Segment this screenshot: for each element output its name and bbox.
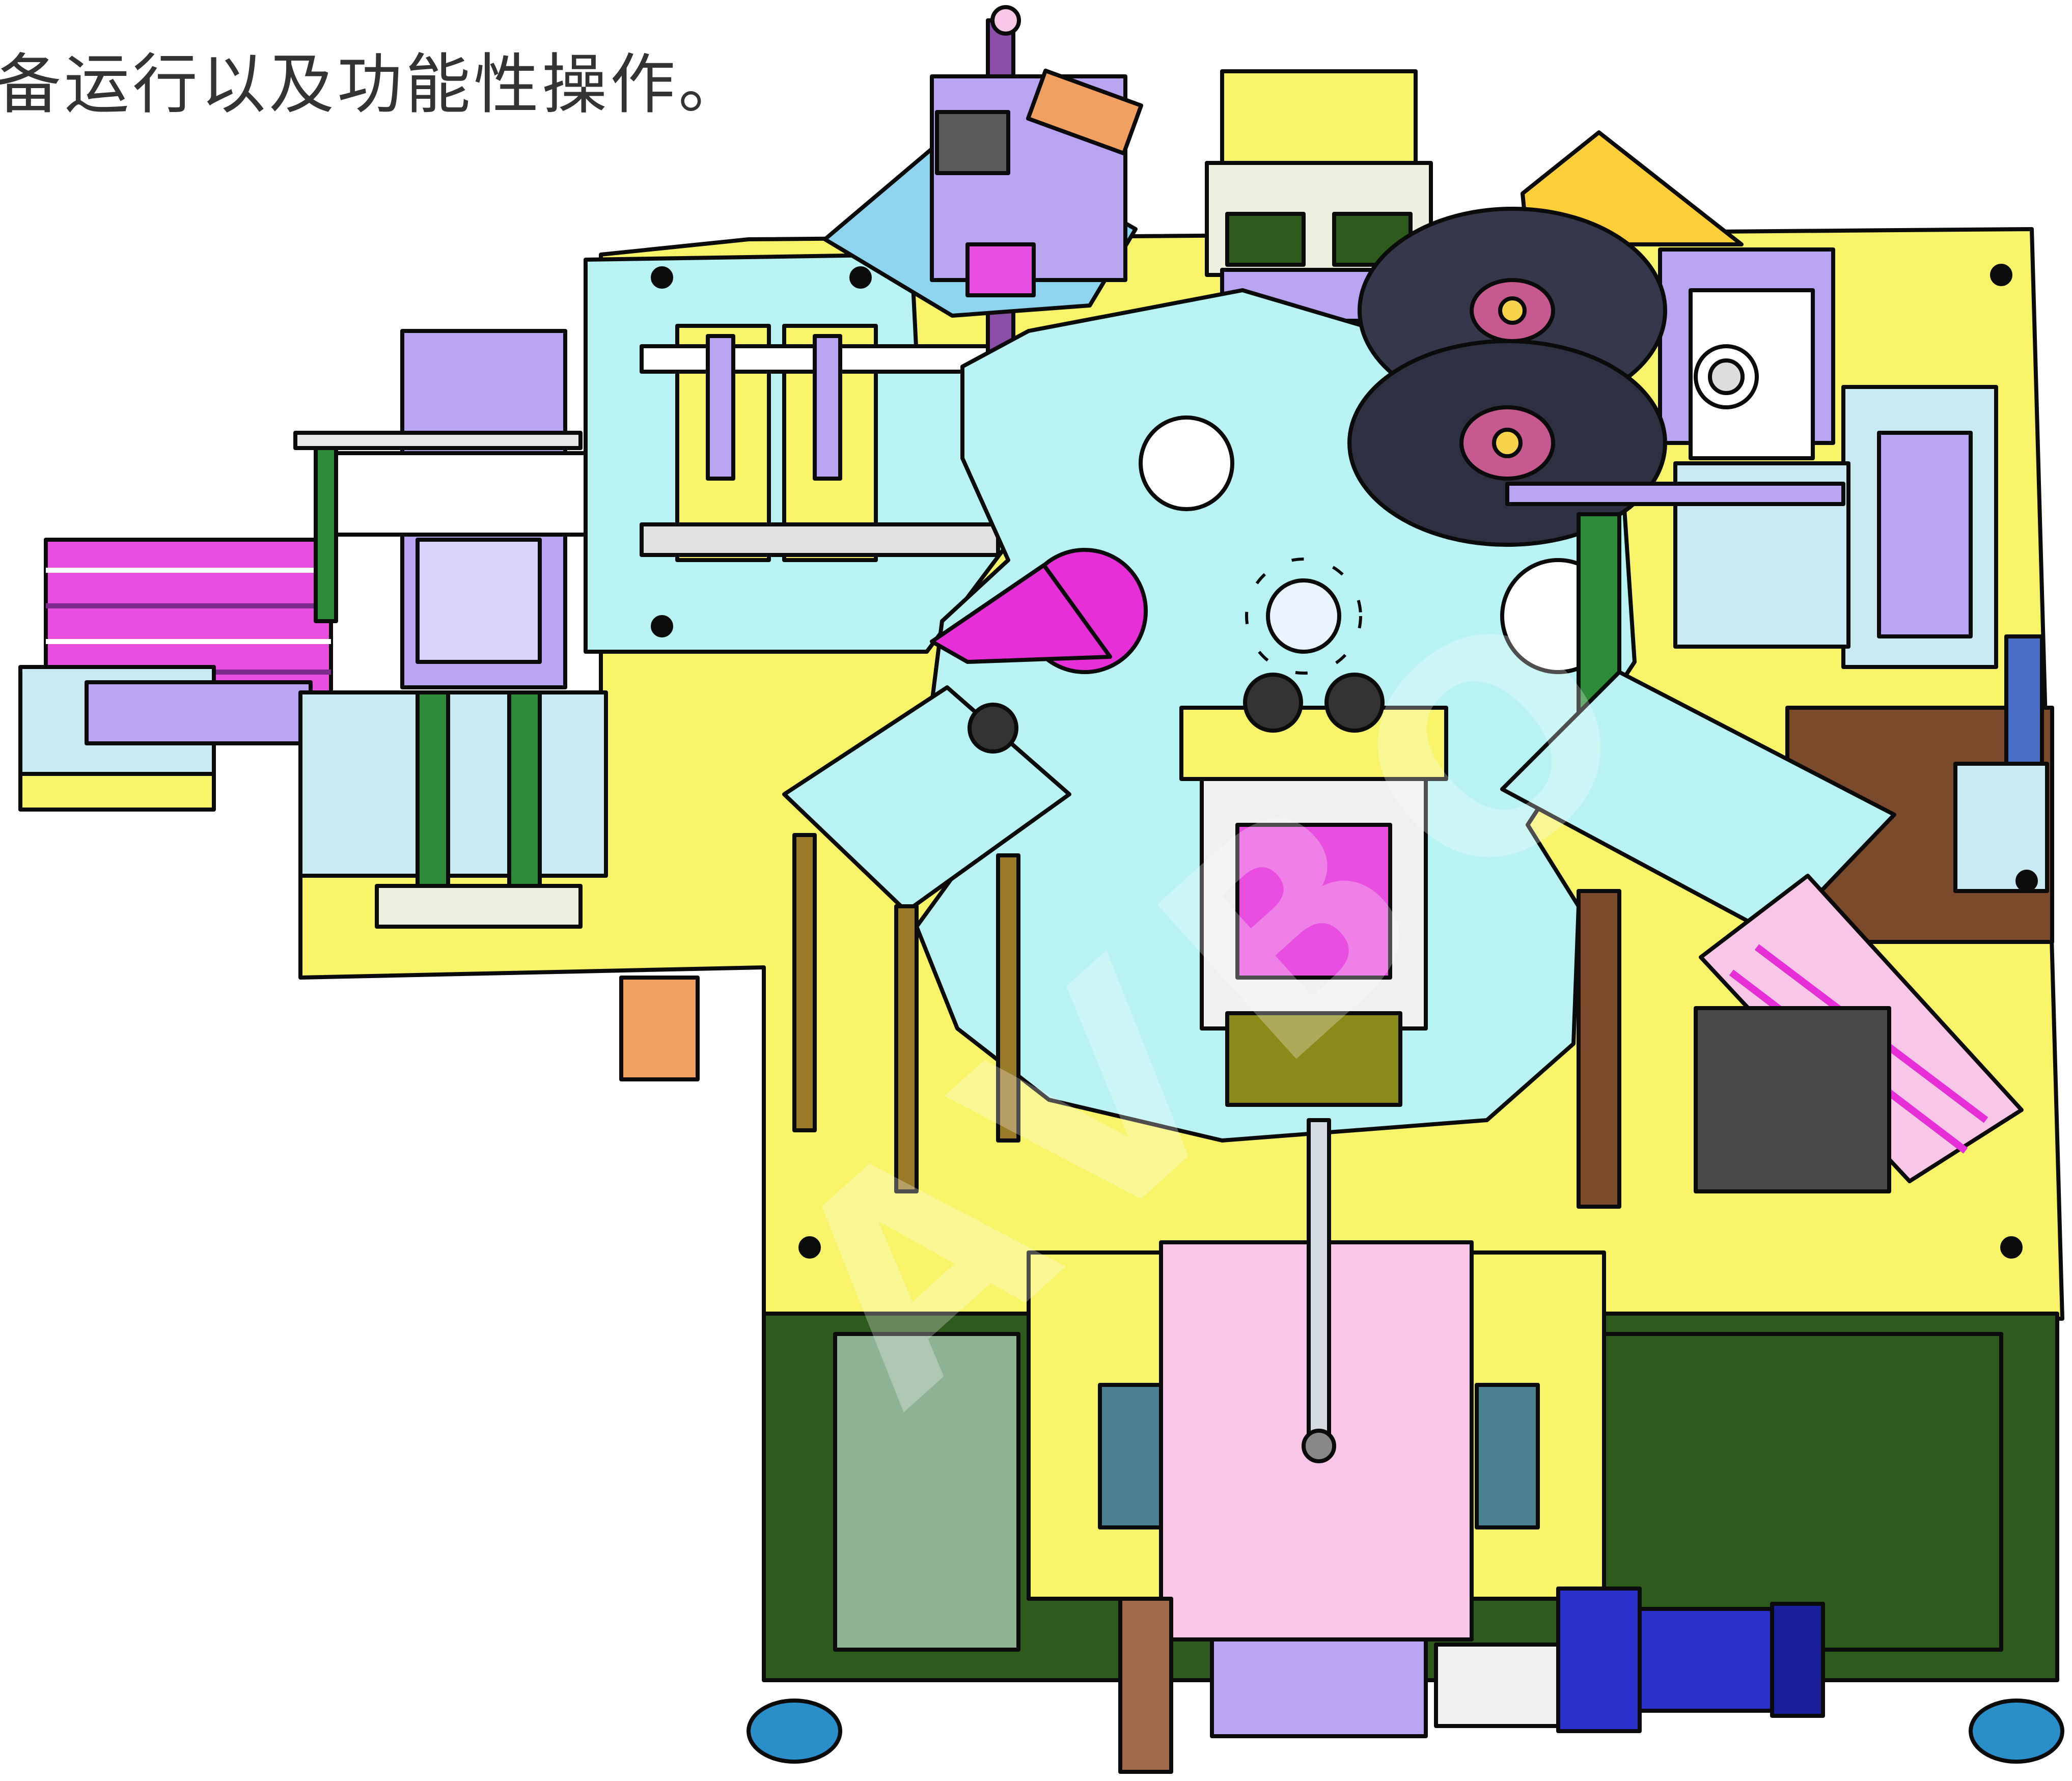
tape-reels — [1347, 207, 1845, 720]
leveling-feet — [747, 1699, 2064, 1764]
top-robot-arm — [823, 5, 1144, 440]
left-feeder-unit — [18, 329, 608, 929]
lower-cabinet — [762, 1118, 2059, 1774]
caption-text: 备运行以及功能性操作。 — [0, 47, 747, 123]
mounting-holes — [798, 264, 2038, 1259]
left-pedestal-station — [619, 685, 1071, 1193]
right-conveyor-station — [1500, 670, 2024, 1209]
center-station — [1179, 673, 1448, 1107]
